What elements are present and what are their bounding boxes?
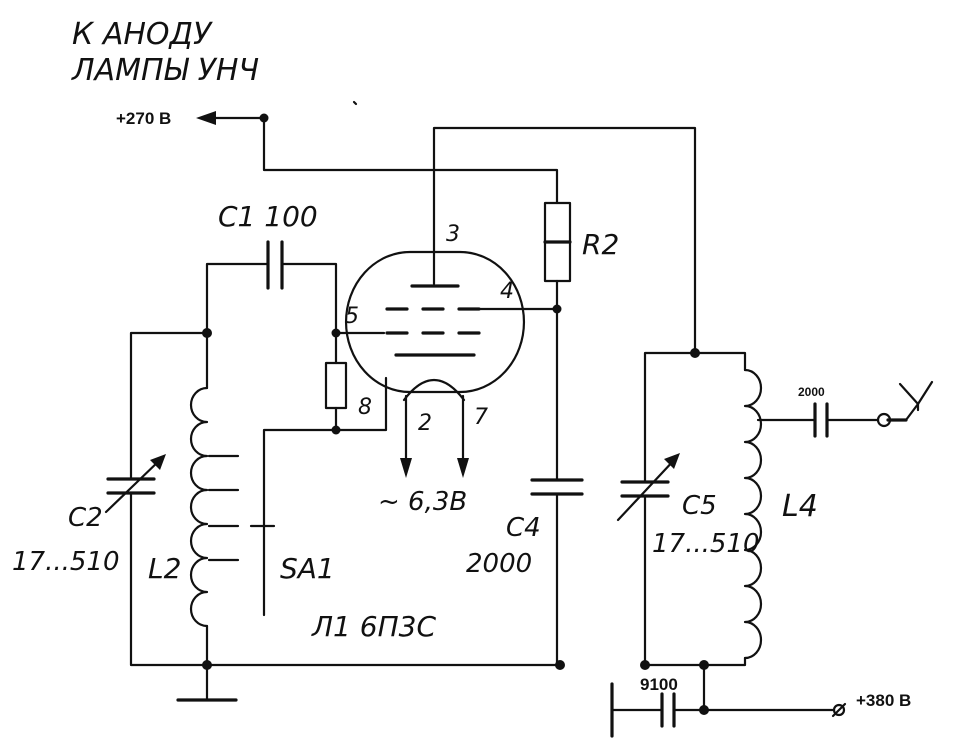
capacitor-c1: [205, 240, 338, 335]
sa1-label: SA1: [280, 552, 335, 585]
c5-name-label: С5: [682, 491, 717, 521]
terminal-icon[interactable]: [831, 702, 847, 718]
output-voltage-label: +380 В: [856, 691, 911, 710]
pin-3-label: 3: [446, 222, 460, 247]
anode-supply-line: [196, 111, 559, 205]
header-line-1: К АНОДУ: [72, 17, 213, 52]
arrow-down-icon: [400, 458, 412, 478]
junction-node: [640, 660, 650, 670]
arrow-icon: [150, 454, 166, 470]
c1-label: С1 100: [218, 200, 318, 233]
c2-value-label: 17...510: [12, 547, 120, 577]
tube-name-label: Л1 6П3С: [311, 610, 436, 643]
output-capacitor: [813, 402, 880, 438]
output-capacitor-label: 2000: [798, 385, 825, 399]
c4-value-label: 2000: [466, 549, 532, 579]
capacitor-c4: [530, 307, 584, 667]
grid-resistor: [324, 331, 348, 432]
tube-l1: [344, 250, 526, 402]
heater-voltage-label: ~ 6,3В: [378, 487, 467, 517]
block-capacitor-label: 9100: [640, 675, 678, 694]
anode-to-tank-line: [432, 126, 697, 355]
pin-7-label: 7: [474, 405, 488, 430]
junction-node: [699, 705, 709, 715]
ground-icon: [176, 663, 238, 702]
c2-name-label: С2: [68, 503, 103, 533]
header-line-2: ЛАМПЫ УНЧ: [71, 53, 259, 88]
pin-8-label: 8: [358, 395, 372, 420]
inductor-l4: [643, 351, 817, 667]
c4-name-label: С4: [506, 513, 541, 543]
antenna-icon: [876, 380, 934, 428]
l4-label: L4: [782, 489, 818, 524]
arrow-down-icon: [457, 458, 469, 478]
pin-2-label: 2: [418, 411, 432, 436]
pin-4-label: 4: [500, 279, 514, 304]
r2-label: R2: [582, 228, 619, 261]
heater-leads: [400, 394, 469, 478]
arrow-icon: [664, 453, 680, 469]
anode-voltage-label: +270 В: [116, 109, 171, 128]
variable-capacitor-c5: [616, 351, 697, 667]
arrow-left-icon: [196, 111, 216, 125]
cathode-lead: [262, 376, 388, 617]
inductor-l2: [189, 331, 276, 667]
resistor-r2: [543, 201, 572, 311]
ink-mark: [352, 100, 358, 106]
l2-label: L2: [148, 552, 181, 585]
pin-5-label: 5: [345, 304, 359, 329]
c5-value-label: 17...510: [652, 529, 760, 559]
variable-capacitor-c2: [104, 331, 209, 667]
junction-node: [555, 660, 565, 670]
